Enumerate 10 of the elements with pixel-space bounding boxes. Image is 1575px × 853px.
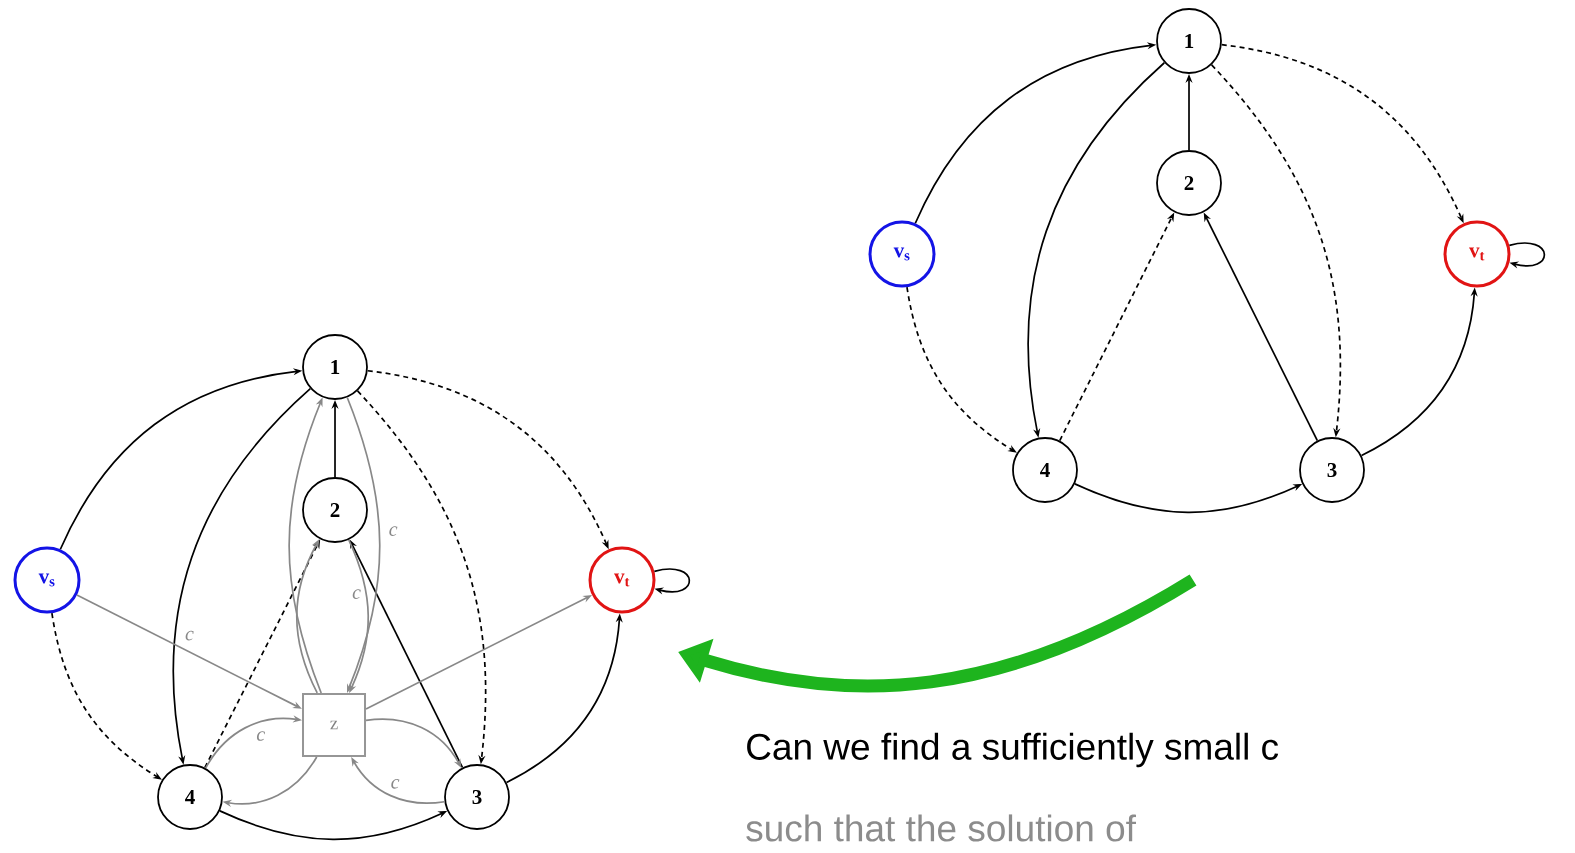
caption-text: Can we find a sufficiently small c — [747, 732, 1279, 768]
arrow — [653, 568, 691, 595]
square-node: z — [302, 693, 366, 757]
arrow — [1508, 242, 1546, 269]
edge-label: c — [389, 526, 398, 536]
edge-label: c — [185, 630, 194, 641]
edge-label: c — [351, 588, 362, 600]
caption-text: such that the solution of — [746, 814, 1136, 842]
edge-label: c — [256, 731, 265, 741]
edge-label: c — [391, 779, 400, 789]
